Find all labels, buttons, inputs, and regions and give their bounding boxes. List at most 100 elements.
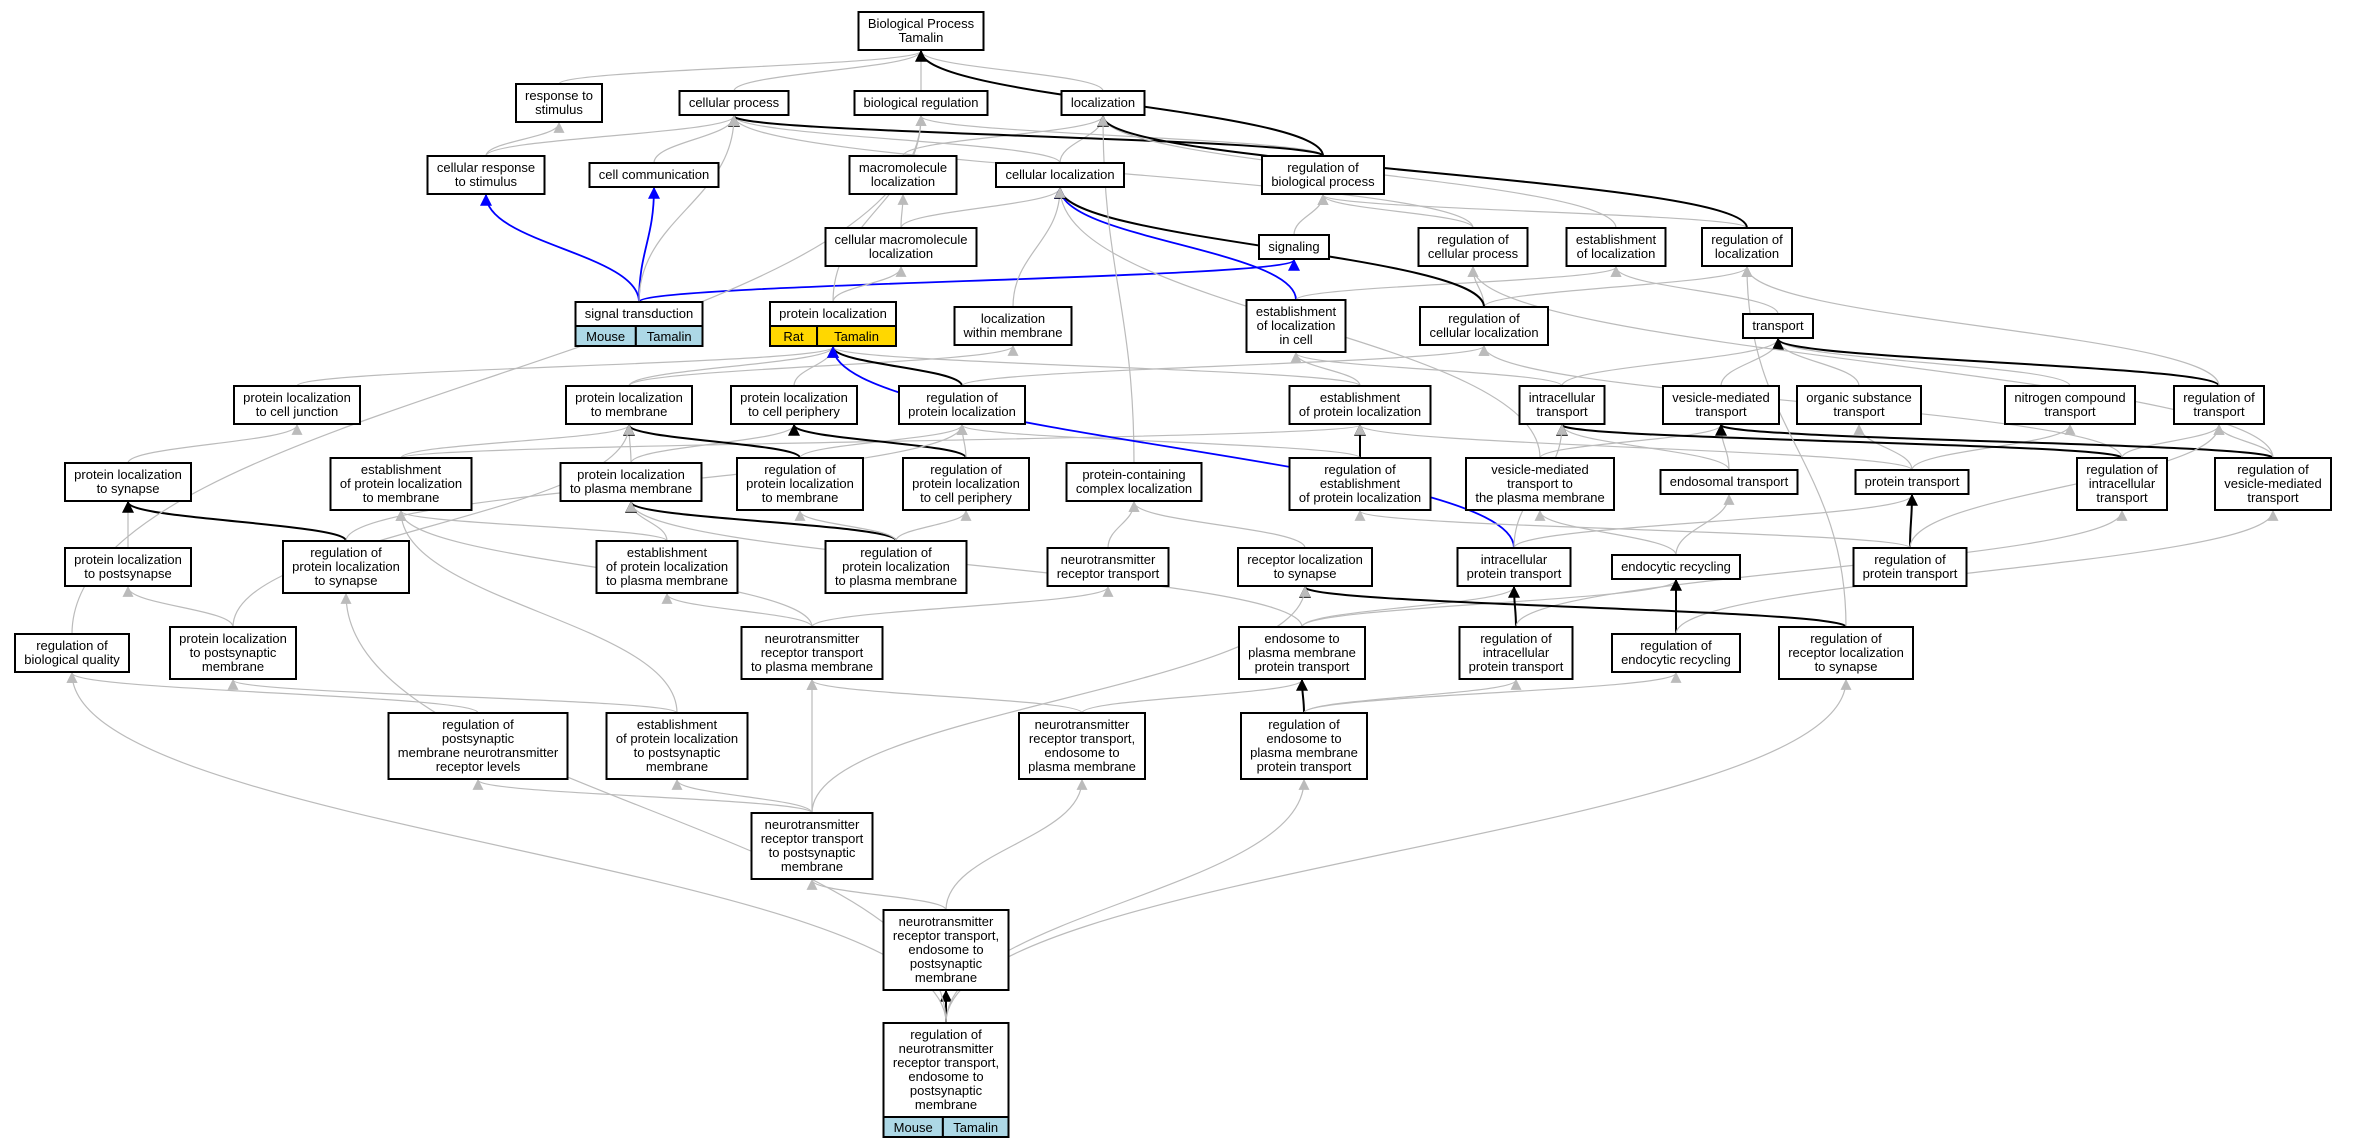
edge-is-a-endocytic_recycling-to-endosomal_trans	[1675, 493, 1735, 556]
node-box	[736, 457, 864, 511]
node-box	[750, 812, 874, 880]
node-label-line: regulation of	[2086, 462, 2158, 477]
node-label-line: in cell	[1279, 332, 1312, 347]
go-term-node-signaling[interactable]: signaling	[1258, 234, 1330, 260]
go-term-node-cell-comm[interactable]: cell communication	[588, 162, 720, 188]
node-box	[1565, 227, 1667, 267]
node-box	[902, 457, 1030, 511]
edge-regulates-reg_prot_loc_periph-to-prot_loc_periph	[788, 423, 967, 459]
edge-is-a-reg_transport-to-reg_loc	[1741, 265, 2220, 387]
node-label-line: protein localization	[575, 390, 683, 405]
edge-is-a-nt_rec_trans-to-prot_complex_loc	[1107, 500, 1140, 549]
node-label-line: complex localization	[1076, 481, 1192, 496]
node-label-line: to postsynaptic	[190, 645, 277, 660]
go-term-node-prot-trans[interactable]: protein transport	[1854, 469, 1970, 495]
node-label-line: transport	[2044, 404, 2096, 419]
node-box	[824, 540, 968, 594]
go-term-node-endocytic-recycling[interactable]: endocytic recycling	[1611, 554, 1741, 580]
node-label-line: regulation of	[1640, 638, 1712, 653]
edge-is-a-prot_loc_synapse-to-prot_loc_junction	[127, 423, 303, 464]
node-label-line: endosome to	[1264, 631, 1339, 646]
go-term-node-endosomal-trans[interactable]: endosomal transport	[1659, 469, 1799, 495]
node-label-line: nitrogen compound	[2014, 390, 2125, 405]
go-term-node-cell-loc[interactable]: cellular localization	[995, 162, 1125, 188]
go-term-node-transport[interactable]: transport	[1742, 313, 1814, 339]
node-label-line: receptor localization	[1247, 552, 1363, 567]
go-term-node-loc[interactable]: localization	[1060, 90, 1146, 116]
edge-is-a-intracell_trans-to-transport	[1561, 337, 1784, 387]
node-label-line: signal transduction	[585, 306, 693, 321]
node-label-line: neurotransmitter	[765, 817, 860, 832]
annotation-label: Tamalin	[953, 1120, 998, 1135]
node-label-line: transport	[1536, 404, 1588, 419]
edge-is-a-est_prot_loc_mem-to-prot_loc_mem	[400, 423, 635, 459]
node-box	[1419, 306, 1549, 346]
go-term-node-cell-proc[interactable]: cellular process	[678, 90, 790, 116]
node-label-line: of protein localization	[616, 731, 738, 746]
go-term-node-bio-reg[interactable]: biological regulation	[853, 90, 989, 116]
node-box	[824, 227, 978, 267]
node-label-line: to postsynapse	[84, 566, 171, 581]
node-label-line: membrane	[915, 970, 977, 985]
node-box	[678, 90, 790, 116]
edge-is-a-cell_loc-to-cell_proc	[728, 114, 1061, 164]
node-box	[1046, 547, 1170, 587]
